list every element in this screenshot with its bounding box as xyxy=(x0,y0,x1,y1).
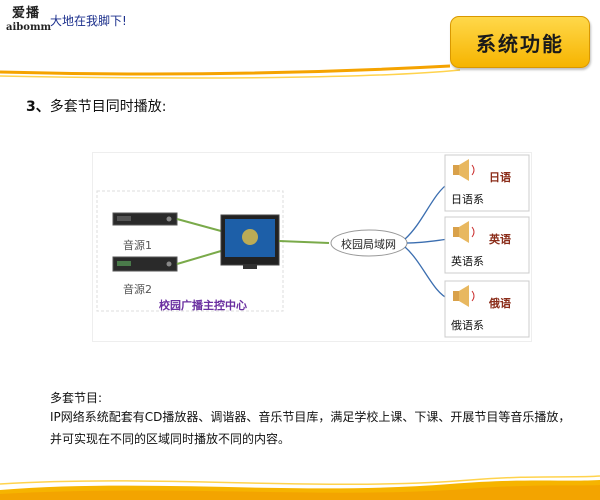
heading-text: 多套节目同时播放: xyxy=(49,99,167,115)
zone-english-sub: 英语系 xyxy=(451,255,484,268)
zone-russian-title: 俄语 xyxy=(489,297,511,310)
heading-number: 3、 xyxy=(26,99,50,115)
zone-japanese-title: 日语 xyxy=(489,171,511,184)
speaker-icon-japanese xyxy=(453,159,475,181)
zone-box-russian xyxy=(444,280,530,338)
audio-source-1-label: 音源1 xyxy=(123,239,152,252)
source2-link xyxy=(176,250,222,265)
zone-japanese-sub: 日语系 xyxy=(451,193,484,206)
diagram-canvas xyxy=(96,154,530,338)
slide-heading: 3、多套节目同时播放: xyxy=(26,96,166,116)
lan-link xyxy=(278,240,330,244)
control-computer-icon xyxy=(220,214,280,269)
logo-english: aibomm xyxy=(6,22,52,33)
section-title-box: 系统功能 xyxy=(450,16,590,68)
zone-english-title: 英语 xyxy=(489,233,511,246)
zone-russian-sub: 俄语系 xyxy=(451,319,484,332)
audio-source-2-label: 音源2 xyxy=(123,283,152,296)
broadcast-diagram: 音源1 音源2 校园广播主控中心 校园局域网 日语 日语系 英语 英语系 俄语 … xyxy=(92,152,532,342)
speaker-icon-english xyxy=(453,221,475,243)
branch-english xyxy=(406,238,450,244)
section-title: 系统功能 xyxy=(476,31,564,56)
branch-russian xyxy=(404,246,450,300)
source1-link xyxy=(176,218,222,232)
audio-source-2-icon xyxy=(112,256,178,272)
brand-logo: 爱播 aibomm xyxy=(6,6,52,33)
audio-source-1-icon xyxy=(112,212,178,226)
zone-box-english xyxy=(444,216,530,274)
lan-label: 校园局域网 xyxy=(341,238,396,251)
control-center-frame xyxy=(96,190,284,312)
branch-japanese xyxy=(404,182,450,240)
logo-chinese: 爱播 xyxy=(11,6,40,21)
header-swoosh xyxy=(0,64,461,79)
footer-wave xyxy=(0,475,600,500)
zone-box-japanese xyxy=(444,154,530,212)
speaker-icon-russian xyxy=(453,285,475,307)
description-title: 多套节目: xyxy=(50,391,103,405)
slogan: 大地在我脚下! xyxy=(50,14,127,28)
control-center-label: 校园广播主控中心 xyxy=(159,299,247,312)
description-body: IP网络系统配套有CD播放器、调谐器、音乐节目库，满足学校上课、下课、开展节目等… xyxy=(50,410,571,446)
